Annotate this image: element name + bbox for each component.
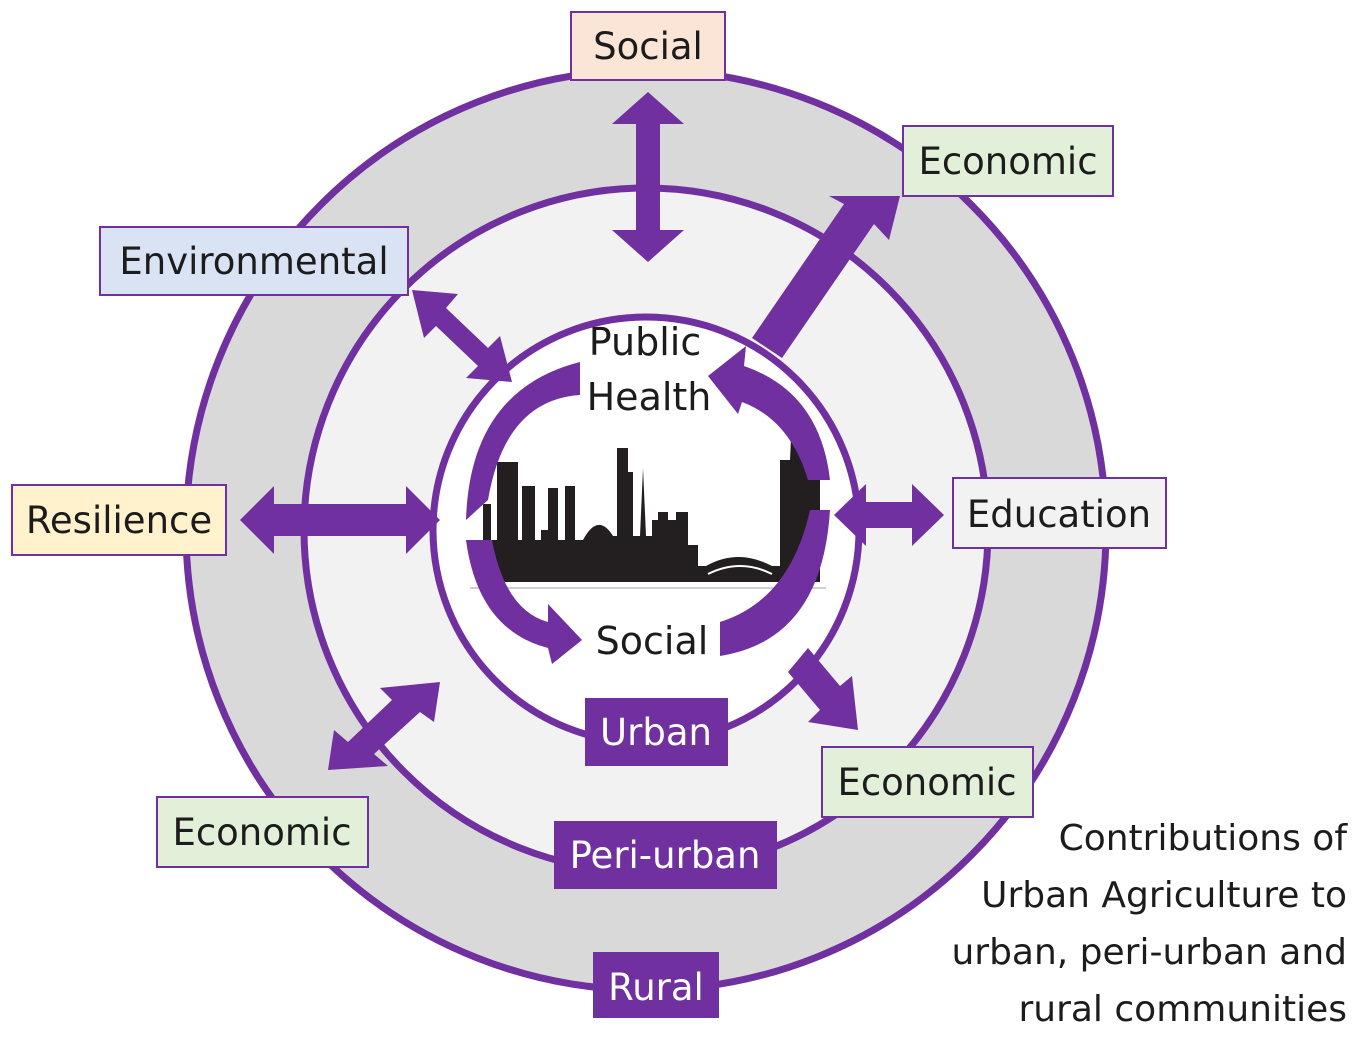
cycle-arrow-right-up (708, 346, 830, 480)
center-health-label: Health (587, 375, 712, 419)
dimension-social-label: Social (593, 25, 703, 68)
zone-urban-badge: Urban (585, 698, 728, 766)
caption-line-2: Urban Agriculture to (981, 875, 1347, 916)
dimension-economic-bottom-right-box: Economic (821, 746, 1034, 818)
arrow-education (834, 484, 944, 546)
arrow-economic-bottom-right (788, 648, 858, 730)
bridge-icon (707, 565, 773, 575)
zone-peri-urban-badge: Peri-urban (554, 821, 777, 889)
arrow-resilience (240, 486, 440, 554)
dimension-economic-bottom-left-box: Economic (156, 796, 369, 868)
dimension-social-box: Social (570, 11, 726, 81)
zone-urban-label: Urban (600, 711, 712, 754)
figure-caption: Contributions of Urban Agriculture to ur… (907, 810, 1347, 1038)
zone-rural-label: Rural (608, 966, 704, 1009)
dimension-environmental-label: Environmental (119, 240, 388, 283)
center-public-label: Public (589, 320, 701, 364)
center-social-label: Social (596, 619, 709, 663)
zone-peri-urban-label: Peri-urban (570, 834, 761, 877)
dimension-education-box: Education (952, 477, 1167, 549)
arrow-economic-top-right (752, 196, 900, 358)
zone-rural-badge: Rural (593, 952, 719, 1018)
city-skyline-icon (476, 432, 820, 582)
dimension-resilience-label: Resilience (26, 499, 212, 542)
arrow-environmental (412, 290, 512, 382)
cycle-arc-upper-left (466, 362, 580, 520)
arrow-economic-bottom-left (328, 682, 440, 770)
cycle-arc-lower-right (720, 510, 830, 656)
dimension-environmental-box: Environmental (99, 226, 409, 296)
arrow-social-top (612, 92, 684, 262)
dimension-resilience-box: Resilience (11, 484, 227, 556)
caption-line-1: Contributions of (1058, 818, 1347, 859)
dimension-economic-bottom-right-label: Economic (837, 761, 1016, 804)
dimension-economic-top-label: Economic (918, 140, 1097, 183)
caption-line-4: rural communities (1018, 989, 1347, 1030)
dimension-economic-top-box: Economic (902, 125, 1114, 197)
caption-line-3: urban, peri-urban and (951, 932, 1347, 973)
dimension-economic-bottom-left-label: Economic (172, 811, 351, 854)
dimension-education-label: Education (967, 493, 1151, 536)
cycle-arrow-left-down (466, 540, 582, 664)
